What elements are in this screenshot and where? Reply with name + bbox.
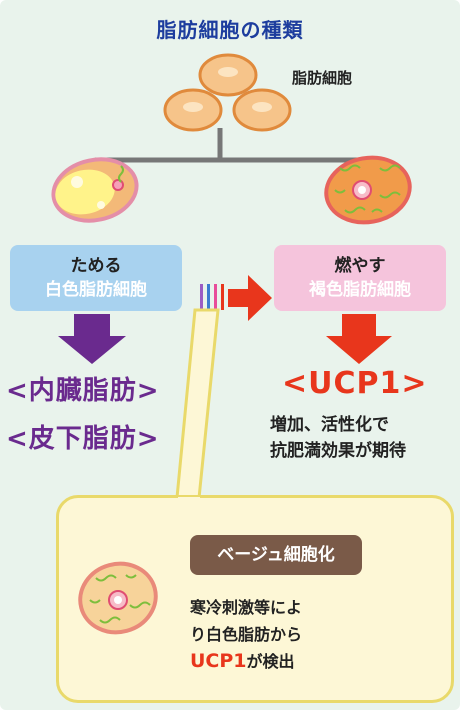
beige-cell-icon bbox=[78, 561, 158, 635]
beige-desc-line1: 寒冷刺激等によ bbox=[190, 598, 303, 617]
red-down-arrow-icon bbox=[326, 314, 392, 364]
brown-box-line2: 褐色脂肪細胞 bbox=[309, 280, 411, 300]
brown-effect-line2: 抗肥満効果が期待 bbox=[270, 441, 406, 461]
white-box-line2: 白色脂肪細胞 bbox=[45, 280, 147, 300]
brown-fat-cell-icon bbox=[324, 155, 412, 225]
subcutaneous-fat-label: <皮下脂肪> bbox=[6, 424, 160, 454]
beige-description: 寒冷刺激等によ り白色脂肪から UCP1が検出 bbox=[190, 594, 302, 675]
fat-cells-label: 脂肪細胞 bbox=[292, 69, 353, 87]
precursor-cells-icon bbox=[163, 53, 292, 132]
brown-effect-text: 増加、活性化で 抗肥満効果が期待 bbox=[270, 412, 406, 464]
beige-desc-tail: が検出 bbox=[246, 652, 295, 671]
beige-conversion-label: ベージュ細胞化 bbox=[190, 535, 362, 575]
visceral-fat-label: <内臓脂肪> bbox=[6, 376, 160, 406]
beige-desc-ucp: UCP1 bbox=[190, 650, 247, 672]
ucp1-label: <UCP1> bbox=[282, 366, 428, 401]
page-title: 脂肪細胞の種類 bbox=[156, 18, 304, 42]
white-box-line1: ためる bbox=[70, 256, 122, 276]
beige-desc-line2: り白色脂肪から bbox=[190, 625, 303, 644]
white-fat-box: ためる 白色脂肪細胞 bbox=[10, 245, 182, 311]
transition-stripes-icon bbox=[200, 284, 224, 310]
brown-effect-line1: 増加、活性化で bbox=[270, 415, 389, 435]
purple-down-arrow-icon bbox=[58, 314, 126, 364]
red-right-arrow-icon bbox=[228, 275, 272, 321]
white-fat-cell-icon bbox=[51, 157, 139, 223]
brown-box-line1: 燃やす bbox=[334, 256, 386, 276]
brown-fat-box: 燃やす 褐色脂肪細胞 bbox=[274, 245, 446, 311]
beige-desc-line3: UCP1が検出 bbox=[190, 648, 302, 675]
